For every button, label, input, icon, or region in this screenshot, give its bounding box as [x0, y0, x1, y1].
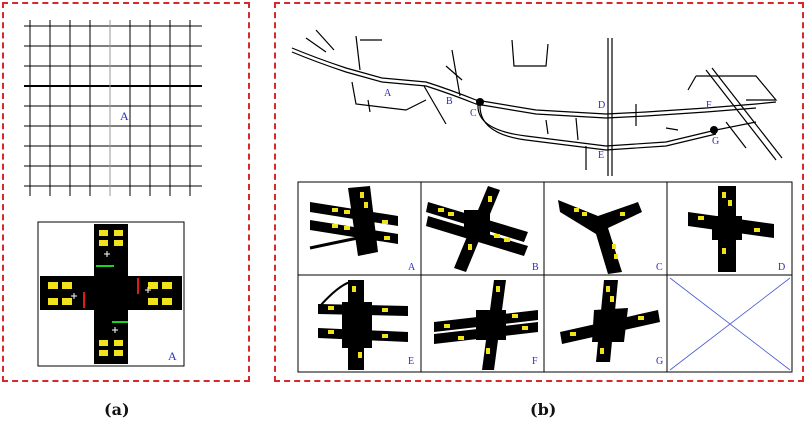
grid-node-label: A	[120, 109, 129, 123]
map-label-e: E	[598, 150, 604, 161]
empty-tile	[669, 277, 791, 371]
map-label-c: C	[470, 108, 477, 119]
tile-b: B	[426, 186, 539, 273]
tile-f: F	[434, 280, 538, 370]
map-label-a: A	[384, 88, 392, 99]
tile-label-d: D	[778, 262, 785, 273]
caption-a: (a)	[104, 400, 130, 419]
map-label-g: G	[712, 136, 719, 147]
panel-a	[2, 2, 250, 382]
tile-label-a: A	[408, 262, 416, 273]
panel-b	[274, 2, 804, 382]
corridor-network-map: A B C D E F G	[291, 29, 783, 176]
tile-label-g: G	[656, 356, 663, 367]
single-intersection-diagram: A	[37, 221, 185, 367]
intersection-tiles: A B C D	[297, 181, 793, 373]
intersection-label: A	[168, 349, 177, 363]
tile-d: D	[688, 186, 785, 273]
tile-label-e: E	[408, 356, 414, 367]
map-label-f: F	[706, 100, 712, 111]
tile-g: G	[560, 280, 663, 367]
map-label-b: B	[446, 96, 453, 107]
tile-label-b: B	[532, 262, 539, 273]
tile-label-c: C	[656, 262, 663, 273]
tile-c: C	[558, 200, 663, 274]
tile-e: E	[318, 280, 414, 370]
tile-a: A	[309, 186, 416, 273]
grid-network-diagram: A	[24, 20, 202, 196]
tile-label-f: F	[532, 356, 538, 367]
map-label-d: D	[598, 100, 605, 111]
caption-b: (b)	[530, 400, 557, 419]
